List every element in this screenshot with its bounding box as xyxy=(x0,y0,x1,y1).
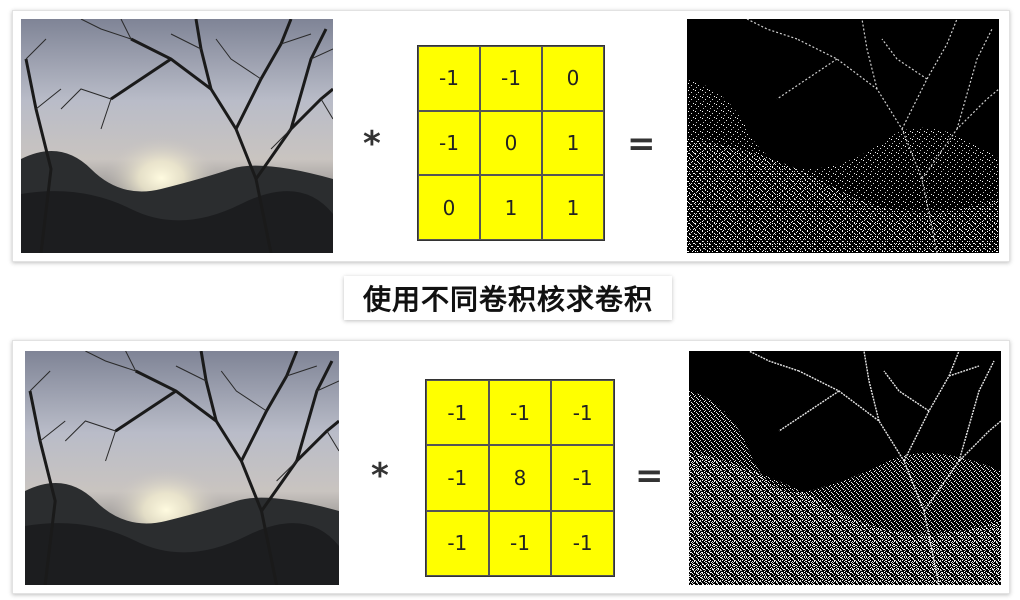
convolution-operator: * xyxy=(371,456,389,496)
convolution-row-1: * -1 -1 0 -1 0 1 0 1 1 = xyxy=(12,10,1010,262)
kernel-cell: 0 xyxy=(418,175,480,240)
kernel-cell: -1 xyxy=(426,380,489,446)
kernel-cell: -1 xyxy=(418,110,480,176)
equals-sign: = xyxy=(627,124,656,164)
output-edge-image xyxy=(687,19,999,253)
kernel-cell: -1 xyxy=(488,380,552,446)
kernel-matrix: -1 -1 0 -1 0 1 0 1 1 xyxy=(417,45,605,241)
equals-sign: = xyxy=(635,456,664,496)
kernel-cell: 0 xyxy=(480,110,542,176)
kernel-cell: 1 xyxy=(542,175,604,240)
kernel-cell: -1 xyxy=(551,445,614,511)
input-photo xyxy=(21,19,333,253)
convolution-row-2: * -1 -1 -1 -1 8 -1 -1 -1 -1 = xyxy=(12,340,1010,594)
kernel-cell: -1 xyxy=(418,46,480,111)
convolution-operator: * xyxy=(363,124,381,164)
kernel-cell: 0 xyxy=(542,46,604,111)
kernel-cell: -1 xyxy=(488,510,552,576)
kernel-cell: -1 xyxy=(426,510,489,576)
kernel-cell: 8 xyxy=(488,445,552,511)
kernel-cell: -1 xyxy=(480,46,542,111)
caption: 使用不同卷积核求卷积 xyxy=(344,276,672,320)
kernel-cell: -1 xyxy=(551,510,614,576)
kernel-matrix: -1 -1 -1 -1 8 -1 -1 -1 -1 xyxy=(425,379,615,577)
kernel-cell: 1 xyxy=(542,110,604,176)
output-edge-image xyxy=(689,351,1001,585)
kernel-cell: 1 xyxy=(480,175,542,240)
kernel-cell: -1 xyxy=(551,380,614,446)
input-photo xyxy=(25,351,339,585)
kernel-cell: -1 xyxy=(426,445,489,511)
